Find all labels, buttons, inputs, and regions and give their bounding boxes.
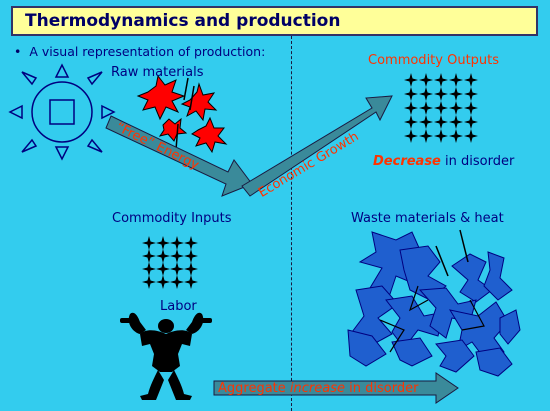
grid-star [434, 101, 448, 115]
grid-star [142, 236, 156, 250]
decrease-rest: in disorder [440, 154, 515, 169]
grid-star [434, 115, 448, 129]
grid-star [419, 73, 433, 87]
title-box: Thermodynamics and production [11, 6, 538, 36]
grid-star [464, 73, 478, 87]
grid-star [449, 115, 463, 129]
grid-star [449, 73, 463, 87]
grid-star [184, 249, 198, 263]
grid-star [434, 129, 448, 143]
grid-star [156, 262, 170, 276]
slide-title: Thermodynamics and production [25, 11, 341, 31]
commodity-outputs-label: Commodity Outputs [368, 53, 500, 68]
aggregate-arrow [213, 372, 459, 404]
grid-star [464, 129, 478, 143]
grid-star [404, 129, 418, 143]
grid-star [170, 236, 184, 250]
grid-star [404, 87, 418, 101]
center-divider [291, 36, 292, 411]
raw-materials-label: Raw materials [111, 65, 204, 80]
grid-star [434, 73, 448, 87]
grid-star [156, 236, 170, 250]
aggregate-increase: increase [289, 381, 345, 396]
grid-star [464, 101, 478, 115]
sun-icon [8, 63, 116, 161]
decrease-disorder-label: Decrease in disorder [373, 154, 514, 169]
free-energy-arrow [105, 115, 253, 197]
decrease-word: Decrease [373, 154, 441, 169]
grid-star [142, 275, 156, 289]
economic-growth-arrow [241, 95, 393, 197]
grid-star [156, 275, 170, 289]
waste-label: Waste materials & heat [351, 211, 504, 226]
grid-star [419, 129, 433, 143]
commodity-inputs-label: Commodity Inputs [112, 211, 232, 226]
grid-star [184, 275, 198, 289]
grid-star [184, 236, 198, 250]
grid-star [156, 249, 170, 263]
bullet-line: • A visual representation of production: [14, 44, 265, 59]
star-grid-icon [142, 236, 198, 289]
grid-star [404, 73, 418, 87]
grid-star [434, 87, 448, 101]
grid-star [419, 87, 433, 101]
grid-star [142, 249, 156, 263]
bullet-text: A visual representation of production: [29, 44, 266, 59]
bullet-dot: • [14, 44, 22, 59]
grid-star [419, 101, 433, 115]
grid-star [170, 262, 184, 276]
grid-star [184, 262, 198, 276]
grid-star [142, 262, 156, 276]
grid-star [449, 87, 463, 101]
star-grid-icon [404, 73, 478, 143]
explosion-icon [136, 74, 228, 154]
grid-star [419, 115, 433, 129]
grid-star [170, 249, 184, 263]
grid-star [404, 115, 418, 129]
grid-star [464, 87, 478, 101]
strongman-icon [120, 312, 212, 400]
grid-star [449, 129, 463, 143]
waste-scribble-icon [347, 229, 521, 377]
grid-star [170, 275, 184, 289]
aggregate-post: in disorder [345, 381, 419, 396]
labor-label: Labor [160, 299, 197, 314]
aggregate-text: Aggregate increase in disorder [218, 381, 418, 396]
grid-star [404, 101, 418, 115]
aggregate-pre: Aggregate [218, 381, 290, 396]
grid-star [449, 101, 463, 115]
grid-star [464, 115, 478, 129]
